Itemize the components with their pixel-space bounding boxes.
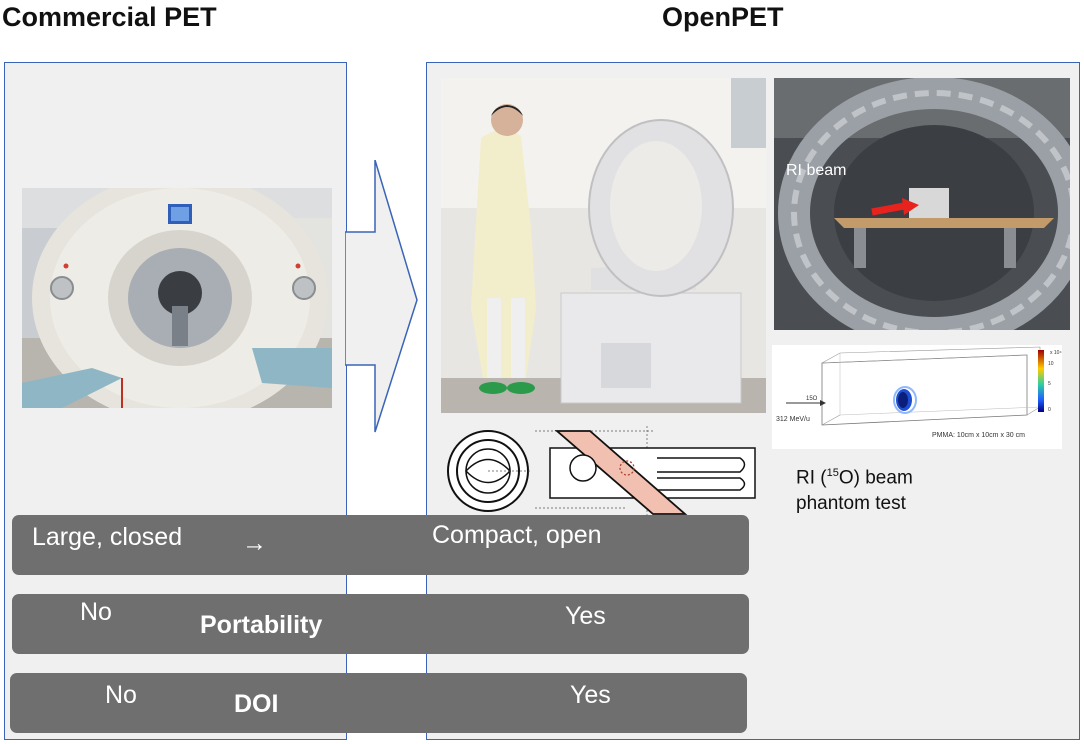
caption-line-2: phantom test bbox=[796, 493, 906, 515]
closed-ring-schematic-icon bbox=[447, 430, 531, 512]
colorbar-tick: 0 bbox=[1048, 407, 1051, 413]
doi-bar: No DOI Yes bbox=[10, 673, 747, 733]
portability-right-label: Yes bbox=[565, 602, 606, 630]
doi-left-label: No bbox=[105, 681, 137, 709]
size-arrow-icon: → bbox=[242, 529, 267, 557]
ri-beam-photo: RI beam bbox=[774, 78, 1070, 330]
phantom-test-plot: x 10⁴ 10 5 0 15O 312 MeV/u PMMA: 10cm x … bbox=[772, 345, 1062, 449]
colorbar-top-label: x 10⁴ bbox=[1050, 350, 1062, 356]
commercial-pet-photo bbox=[22, 188, 332, 408]
portability-left-label: No bbox=[80, 598, 112, 626]
commercial-pet-title: Commercial PET bbox=[2, 2, 217, 32]
openpet-prototype-photo bbox=[441, 78, 766, 413]
ri-beam-label: RI beam bbox=[786, 162, 846, 179]
size-comparison-bar: Large, closed → Compact, open bbox=[12, 515, 749, 575]
portability-center-label: Portability bbox=[200, 611, 323, 639]
ion-label: 15O bbox=[806, 396, 818, 402]
caption-line-1: RI (15O) beam bbox=[796, 467, 913, 489]
size-left-label: Large, closed bbox=[32, 523, 183, 551]
doi-right-label: Yes bbox=[570, 681, 611, 709]
colorbar-tick: 5 bbox=[1048, 381, 1051, 387]
doi-center-label: DOI bbox=[234, 690, 279, 718]
open-geometry-schematic-icon bbox=[535, 426, 756, 521]
transition-arrow-icon bbox=[345, 160, 418, 433]
phantom-test-caption: RI (15O) beam phantom test bbox=[796, 460, 913, 517]
size-right-label: Compact, open bbox=[432, 521, 602, 549]
pmma-label: PMMA: 10cm x 10cm x 30 cm bbox=[932, 432, 1025, 439]
colorbar-tick: 10 bbox=[1048, 361, 1054, 367]
portability-bar: No Portability Yes bbox=[12, 594, 749, 654]
openpet-title: OpenPET bbox=[662, 2, 784, 32]
energy-label: 312 MeV/u bbox=[776, 416, 810, 423]
